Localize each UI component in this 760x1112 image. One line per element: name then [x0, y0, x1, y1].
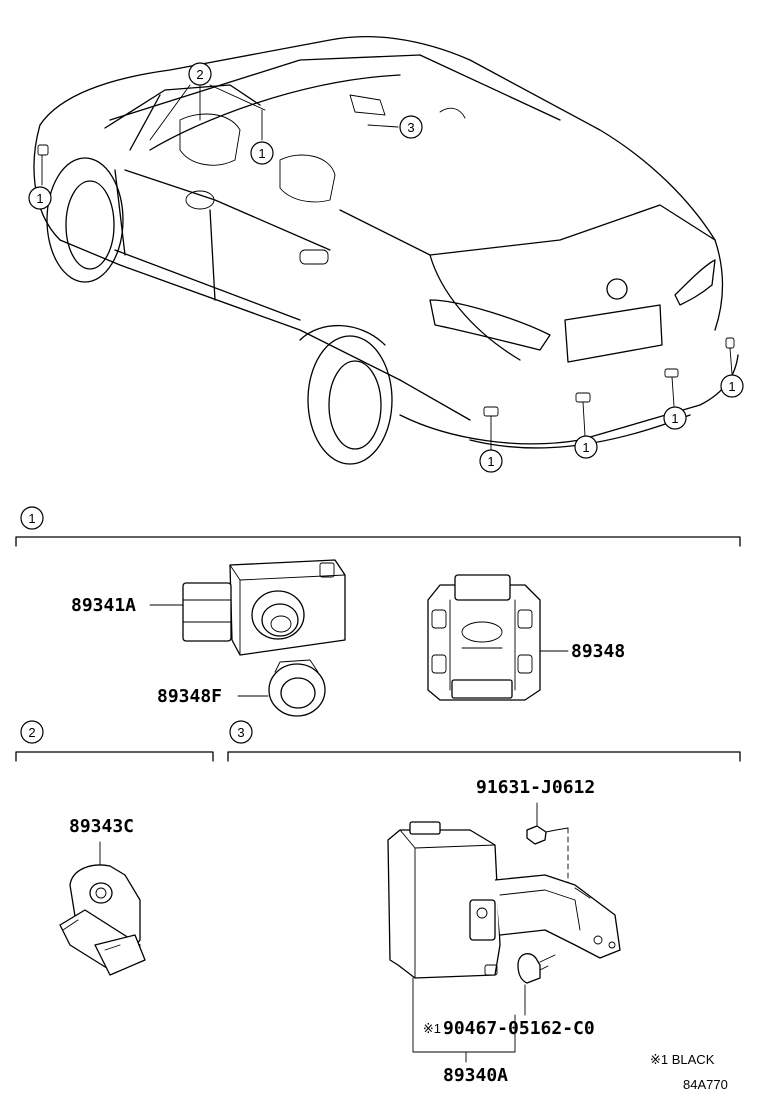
car-illustration: 1 1 1 1 1 1 2 3 [28, 35, 744, 473]
footnote-black: ※1 BLACK [650, 1052, 715, 1067]
section-2-marker: 2 [20, 720, 44, 744]
section-1: 1 89341A 89348F [15, 506, 741, 717]
svg-text:1: 1 [487, 454, 494, 469]
callout-front-sensor: 1 [28, 186, 52, 210]
svg-text:1: 1 [582, 440, 589, 455]
section-3-marker: 3 [229, 720, 253, 744]
callout-control-unit: 3 [399, 115, 423, 139]
callout-rear-sensor-right: 1 [720, 374, 744, 398]
section-1-marker: 1 [20, 506, 44, 530]
part-90467-05162-C0: 90467-05162-C0 [443, 1018, 595, 1039]
part-89340A: 89340A [443, 1065, 508, 1086]
section-2-bracket [15, 751, 214, 762]
svg-text:1: 1 [728, 379, 735, 394]
svg-text:3: 3 [237, 725, 244, 740]
figure-code: 84A770 [683, 1077, 728, 1092]
part-89341A: 89341A [71, 595, 136, 616]
callout-interior-sensor: 1 [250, 141, 274, 165]
svg-text:2: 2 [28, 725, 35, 740]
part-89343C: 89343C [69, 816, 134, 837]
section-1-bracket [15, 536, 741, 547]
section-3: 3 91631-J0612 [227, 720, 741, 1086]
callout-rear-sensor-left: 1 [479, 449, 503, 473]
svg-text:1: 1 [36, 191, 43, 206]
svg-text:1: 1 [671, 411, 678, 426]
svg-text:2: 2 [196, 67, 203, 82]
section-3-bracket [227, 751, 741, 762]
note-mark-1: ※1 [423, 1021, 441, 1036]
part-89348: 89348 [571, 641, 625, 662]
ring-89348F-drawing [268, 659, 326, 717]
holder-89348-drawing [427, 574, 541, 701]
sensor-89341A-drawing [182, 559, 346, 656]
callout-mirror-sensor: 2 [188, 62, 212, 86]
part-91631-J0612: 91631-J0612 [476, 777, 595, 798]
callout-rear-sensor-center-right: 1 [663, 406, 687, 430]
svg-text:3: 3 [407, 120, 414, 135]
part-89348F: 89348F [157, 686, 222, 707]
svg-text:1: 1 [28, 511, 35, 526]
svg-text:1: 1 [258, 146, 265, 161]
sensor-89343C-drawing [59, 864, 146, 976]
section-2: 2 89343C [15, 720, 214, 976]
screw-90467-drawing [517, 953, 556, 984]
unit-89340A-drawing [387, 821, 621, 979]
callout-rear-sensor-center-left: 1 [574, 435, 598, 459]
